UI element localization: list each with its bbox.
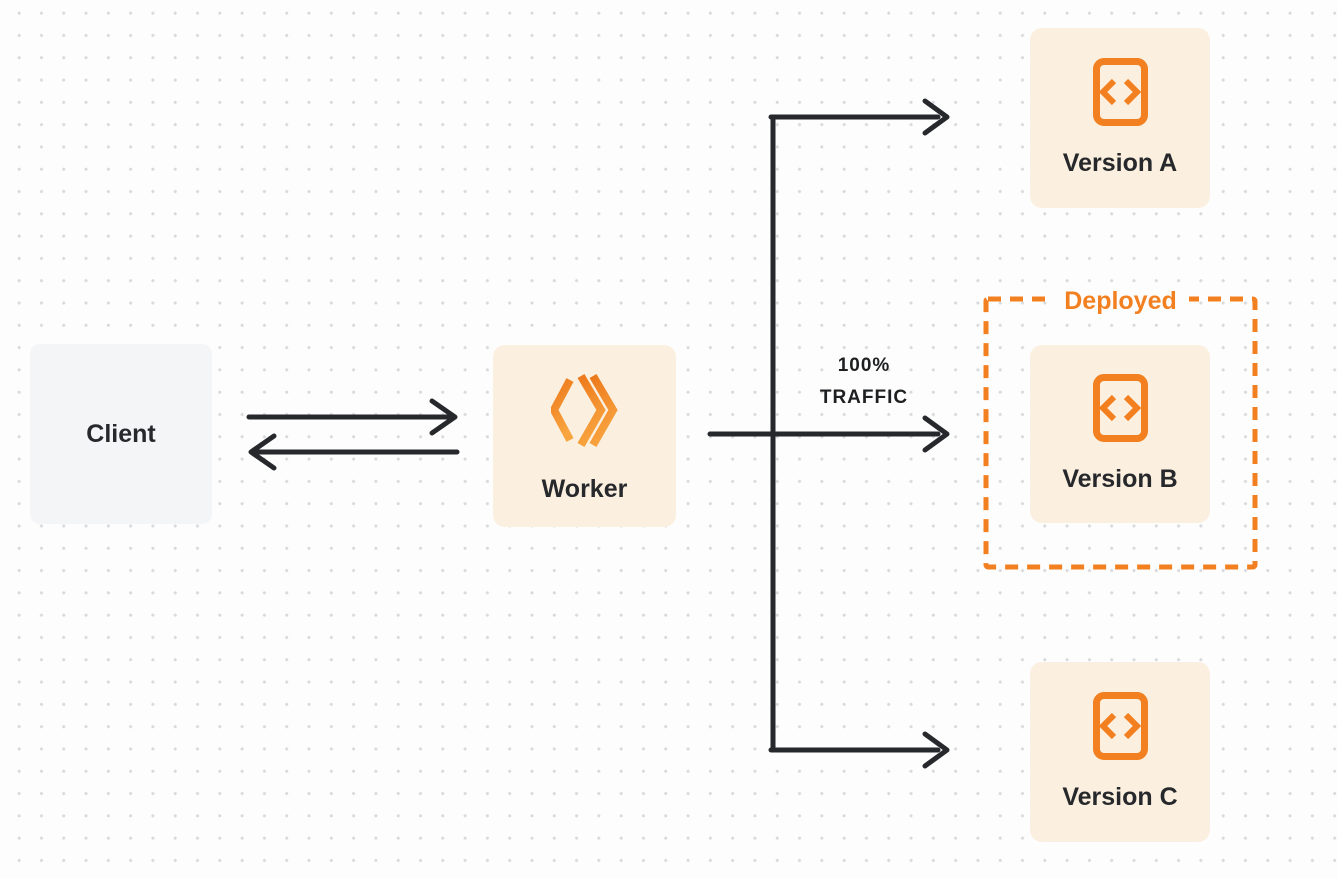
client-label: Client	[86, 419, 156, 448]
version-c-node: Version C	[1030, 662, 1210, 842]
traffic-word: TRAFFIC	[819, 387, 909, 408]
traffic-percent: 100%	[837, 355, 891, 376]
deployed-label-text: Deployed	[1052, 286, 1189, 316]
deployed-label: Deployed	[986, 286, 1255, 316]
cloudflare-workers-logo-icon	[549, 373, 618, 448]
arrow-to-version-c	[768, 731, 950, 769]
version-c-label: Version C	[1062, 783, 1178, 811]
version-b-node: Version B	[1030, 345, 1210, 523]
arrow-to-version-a	[768, 98, 950, 136]
arrow-client-to-worker	[246, 398, 458, 436]
worker-label: Worker	[541, 474, 628, 503]
arrow-to-version-b	[707, 415, 950, 453]
code-file-icon	[1092, 374, 1148, 442]
traffic-label: 100% TRAFFIC	[789, 350, 939, 414]
code-file-icon	[1092, 692, 1148, 760]
client-node: Client	[30, 344, 212, 524]
version-b-label: Version B	[1062, 465, 1178, 493]
version-a-node: Version A	[1030, 28, 1210, 208]
code-file-icon	[1092, 58, 1148, 126]
arrow-worker-to-client	[248, 433, 460, 471]
version-a-label: Version A	[1062, 149, 1178, 177]
worker-node: Worker	[493, 345, 676, 527]
